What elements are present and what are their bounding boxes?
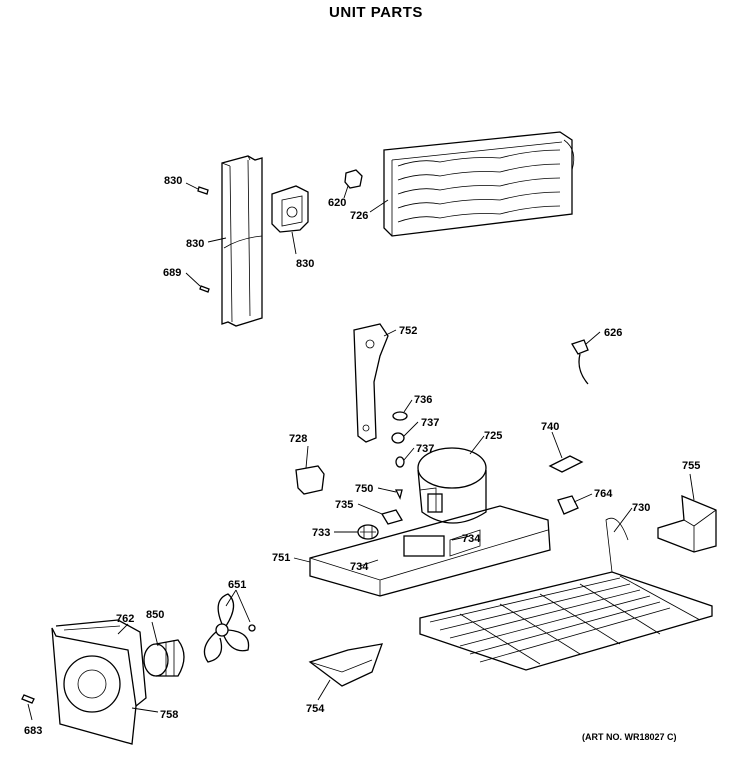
label-830-c: 830 (296, 258, 314, 270)
label-850: 850 (146, 609, 164, 621)
part-620 (344, 169, 363, 189)
base-751-part (309, 505, 551, 597)
label-736: 736 (414, 394, 432, 406)
overload-733-part (357, 524, 379, 540)
label-735: 735 (335, 499, 353, 511)
grommet-737-part (391, 432, 405, 468)
label-737-a: 737 (421, 417, 439, 429)
label-734-b: 734 (350, 561, 369, 573)
label-620: 620 (328, 197, 346, 209)
label-755: 755 (682, 460, 700, 472)
fan-blade-651-part (203, 593, 250, 663)
screw-689-part (199, 285, 210, 293)
bracket-755-part (657, 494, 717, 553)
art-number: (ART NO. WR18027 C) (582, 732, 677, 742)
label-752: 752 (399, 325, 417, 337)
leader-lines (27, 182, 695, 721)
bracket-752-part (353, 323, 389, 443)
condenser-730-part (419, 517, 713, 671)
label-683: 683 (24, 725, 42, 737)
channel-rail-part (221, 155, 263, 327)
label-764: 764 (594, 488, 613, 500)
label-830-b: 830 (186, 238, 204, 250)
nut-651-part (248, 624, 256, 632)
screw-683-part (21, 694, 35, 704)
label-725: 725 (484, 430, 502, 442)
evaporator-726-part (383, 131, 575, 237)
label-651: 651 (228, 579, 246, 591)
page-title: UNIT PARTS (329, 4, 423, 21)
label-730: 730 (632, 502, 650, 514)
label-758: 758 (160, 709, 178, 721)
label-754: 754 (306, 703, 325, 715)
label-734-a: 734 (462, 533, 481, 545)
screw-750-part (394, 489, 403, 500)
part-labels: 830 830 689 830 620 726 752 626 736 737 … (24, 175, 700, 737)
part-764-part (557, 495, 579, 515)
motor-850-part (143, 639, 185, 677)
label-751: 751 (272, 552, 290, 564)
compressor-725-part (417, 447, 487, 524)
shroud-762-part (55, 619, 147, 707)
label-830-a: 830 (164, 175, 182, 187)
label-726: 726 (350, 210, 368, 222)
bracket-754-part (308, 643, 383, 687)
label-762: 762 (116, 613, 134, 625)
relay-728-part (295, 465, 325, 495)
label-689: 689 (163, 267, 181, 279)
label-740: 740 (541, 421, 559, 433)
label-733: 733 (312, 527, 330, 539)
label-750: 750 (355, 483, 373, 495)
washer-736-part (392, 411, 408, 421)
housing-830-part (271, 185, 309, 233)
cord-626-part (571, 339, 589, 385)
screw-830-part (197, 186, 209, 195)
label-737-b: 737 (416, 443, 434, 455)
fan-housing-758-part (51, 627, 137, 745)
terminal-735-part (381, 509, 403, 525)
label-626: 626 (604, 327, 622, 339)
label-728: 728 (289, 433, 307, 445)
clip-740-part (548, 455, 584, 473)
